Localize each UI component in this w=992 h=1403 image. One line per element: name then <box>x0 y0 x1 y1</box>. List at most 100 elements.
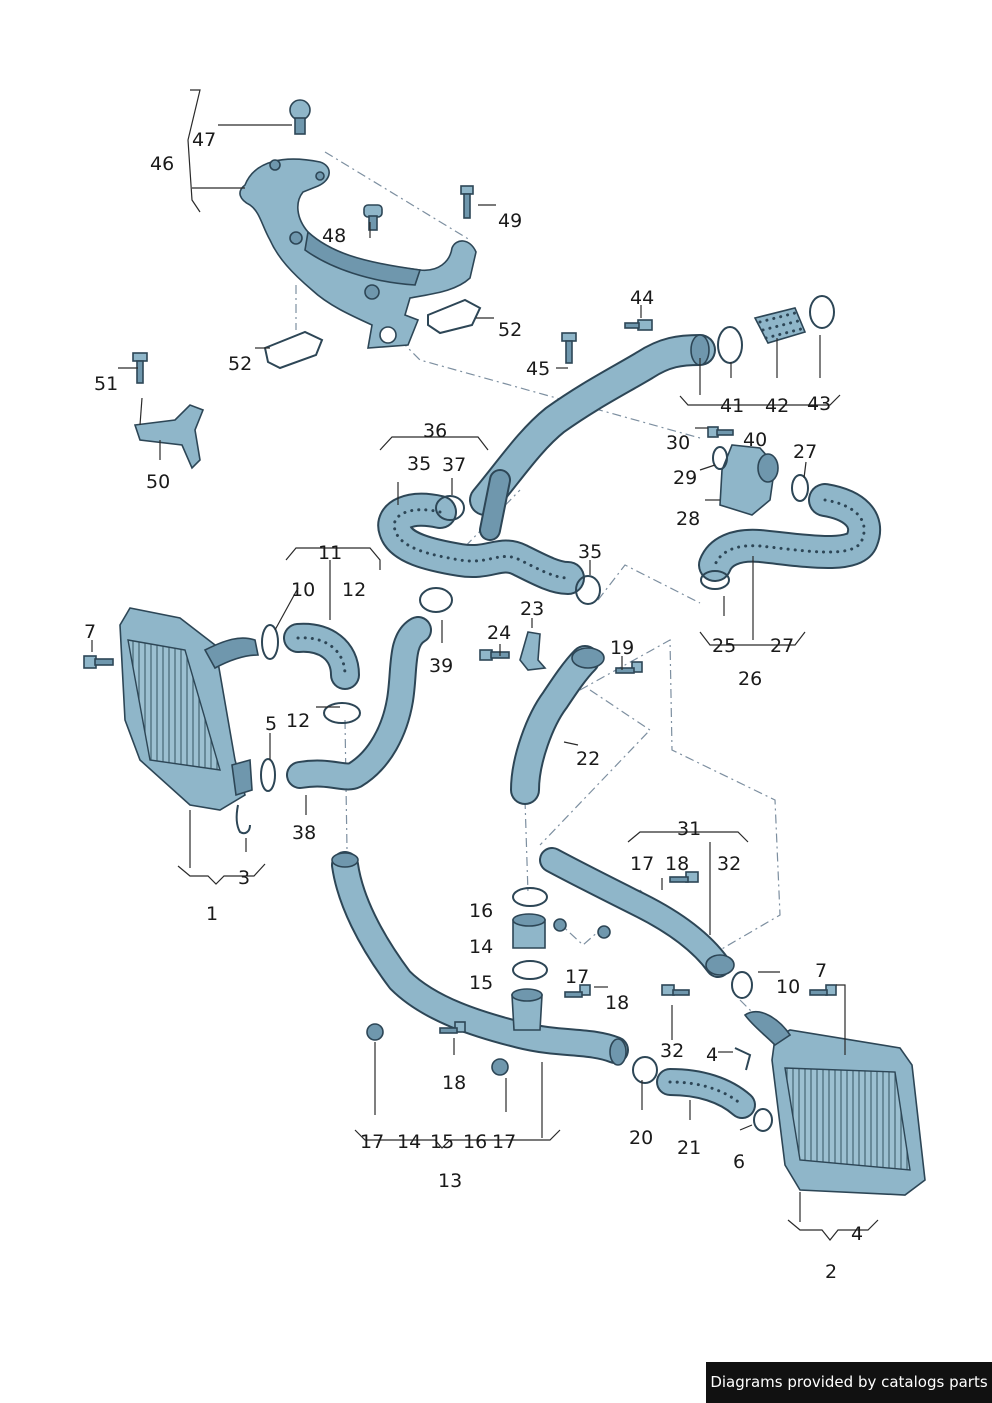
bolt-24 <box>479 649 510 661</box>
callout-4b: 4 <box>706 1044 718 1066</box>
clamp-43 <box>809 295 835 329</box>
callout-1: 1 <box>206 903 218 925</box>
callout-27b: 27 <box>770 635 794 657</box>
pipe-31 <box>539 847 735 978</box>
callout-7b: 7 <box>815 960 827 982</box>
credit-banner: Diagrams provided by catalogs parts <box>706 1362 992 1403</box>
callout-13: 13 <box>438 1170 462 1192</box>
callout-labels: 47 46 48 49 52 52 51 50 44 45 41 42 43 3… <box>84 129 863 1283</box>
intercooler-1 <box>119 607 259 811</box>
assembly-lines <box>295 151 781 1021</box>
callout-18c: 18 <box>605 992 629 1014</box>
clamp-35 <box>575 575 601 605</box>
callout-12b: 12 <box>286 710 310 732</box>
sleeve-14 <box>512 913 546 949</box>
callout-40: 40 <box>743 429 767 451</box>
callout-19: 19 <box>610 637 634 659</box>
oring-5 <box>260 758 276 792</box>
bolt-51 <box>132 352 148 384</box>
bolt-7b <box>809 984 837 996</box>
callout-37: 37 <box>442 454 466 476</box>
callout-18a: 18 <box>442 1072 466 1094</box>
nut-17c <box>491 1058 509 1076</box>
callout-43: 43 <box>807 393 831 415</box>
callout-29: 29 <box>673 467 697 489</box>
callout-28: 28 <box>676 508 700 530</box>
callout-6: 6 <box>733 1151 745 1173</box>
callout-42: 42 <box>765 395 789 417</box>
callout-7a: 7 <box>84 621 96 643</box>
oring-6 <box>753 1108 773 1132</box>
bolt-45 <box>561 332 577 364</box>
hose-12 <box>283 622 360 690</box>
callout-44: 44 <box>630 287 654 309</box>
callout-41: 41 <box>720 395 744 417</box>
callout-17d: 17 <box>492 1131 516 1153</box>
bolt-30-40 <box>707 426 734 438</box>
callout-15a: 15 <box>469 972 493 994</box>
callout-10a: 10 <box>291 579 315 601</box>
callout-12a: 12 <box>342 579 366 601</box>
callout-52b: 52 <box>228 353 252 375</box>
callout-47: 47 <box>192 129 216 151</box>
callout-22: 22 <box>576 748 600 770</box>
callout-51: 51 <box>94 373 118 395</box>
clamp-16 <box>512 887 548 907</box>
bolt-49 <box>460 185 474 219</box>
hose-21 <box>656 1068 756 1119</box>
clip-4b <box>734 1047 752 1071</box>
clamp-20 <box>632 1056 658 1084</box>
callout-36: 36 <box>423 420 447 442</box>
callout-39: 39 <box>429 655 453 677</box>
intercooler-2 <box>743 1011 926 1196</box>
hose-36 <box>377 492 585 595</box>
callout-50: 50 <box>146 471 170 493</box>
callout-16a: 16 <box>469 900 493 922</box>
callout-3: 3 <box>238 867 250 889</box>
oring-10b <box>731 971 753 999</box>
callout-25: 25 <box>712 635 736 657</box>
throttle-28 <box>719 444 779 516</box>
callout-45: 45 <box>526 358 550 380</box>
callout-35b: 35 <box>578 541 602 563</box>
callout-30: 30 <box>666 432 690 454</box>
callout-38: 38 <box>292 822 316 844</box>
clamp-12 <box>323 702 361 724</box>
callout-4a: 4 <box>851 1223 863 1245</box>
leader-lines <box>91 89 879 1241</box>
callout-32b: 32 <box>717 853 741 875</box>
intake-pipe-46 <box>239 158 477 349</box>
bolt-32a <box>661 984 690 996</box>
hose-38 <box>286 616 432 791</box>
nut-17a <box>366 1023 384 1041</box>
callout-17a: 17 <box>360 1131 384 1153</box>
gaskets-52 <box>263 298 482 370</box>
sensor-23 <box>519 631 547 671</box>
pipe-upper <box>469 334 716 541</box>
callout-26: 26 <box>738 668 762 690</box>
seal-29 <box>712 446 728 470</box>
bolt-19 <box>615 661 643 674</box>
bolt-17b <box>564 984 591 998</box>
bracket-50 <box>133 404 205 470</box>
callout-17b: 17 <box>630 853 654 875</box>
callout-14b: 14 <box>397 1131 421 1153</box>
callout-24: 24 <box>487 622 511 644</box>
callout-11: 11 <box>318 542 342 564</box>
clamp-39 <box>419 587 453 613</box>
bolt-18b <box>669 871 699 883</box>
bolt-18c <box>439 1021 466 1034</box>
callout-35a: 35 <box>407 453 431 475</box>
callout-31: 31 <box>677 818 701 840</box>
pipe-13 <box>331 851 629 1066</box>
callout-14a: 14 <box>469 936 493 958</box>
callout-48: 48 <box>322 225 346 247</box>
callout-5: 5 <box>265 713 277 735</box>
sleeve-42 <box>753 307 807 344</box>
callout-15b: 15 <box>430 1131 454 1153</box>
callout-32a: 32 <box>660 1040 684 1062</box>
bolt-44 <box>624 319 653 331</box>
clip-3 <box>235 804 251 835</box>
bolt-7a <box>83 655 114 669</box>
bolt-47 <box>289 99 311 135</box>
